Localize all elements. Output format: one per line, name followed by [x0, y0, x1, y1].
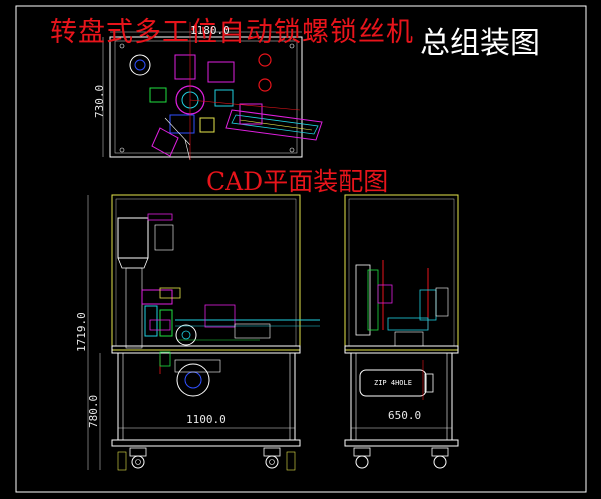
main-title: 转盘式多工位自动锁螺锁丝机: [50, 17, 414, 48]
dim-front-total-height: 1719.0: [75, 312, 88, 352]
dim-front-frame-height: 780.0: [87, 394, 100, 428]
top-view: [102, 22, 323, 161]
side-view: [344, 194, 459, 469]
front-view: [87, 194, 320, 471]
dim-top-width: 1180.0: [190, 24, 230, 37]
motor-label: ZIP 4HOLE: [374, 379, 412, 387]
dim-side-width: 650.0: [388, 409, 422, 422]
cad-subtitle: CAD平面装配图: [206, 167, 389, 196]
dim-top-height: 730.0: [93, 84, 106, 118]
dim-front-width: 1100.0: [186, 413, 226, 426]
assembly-title: 总组装图: [420, 26, 540, 61]
drawing-border: [15, 5, 587, 493]
